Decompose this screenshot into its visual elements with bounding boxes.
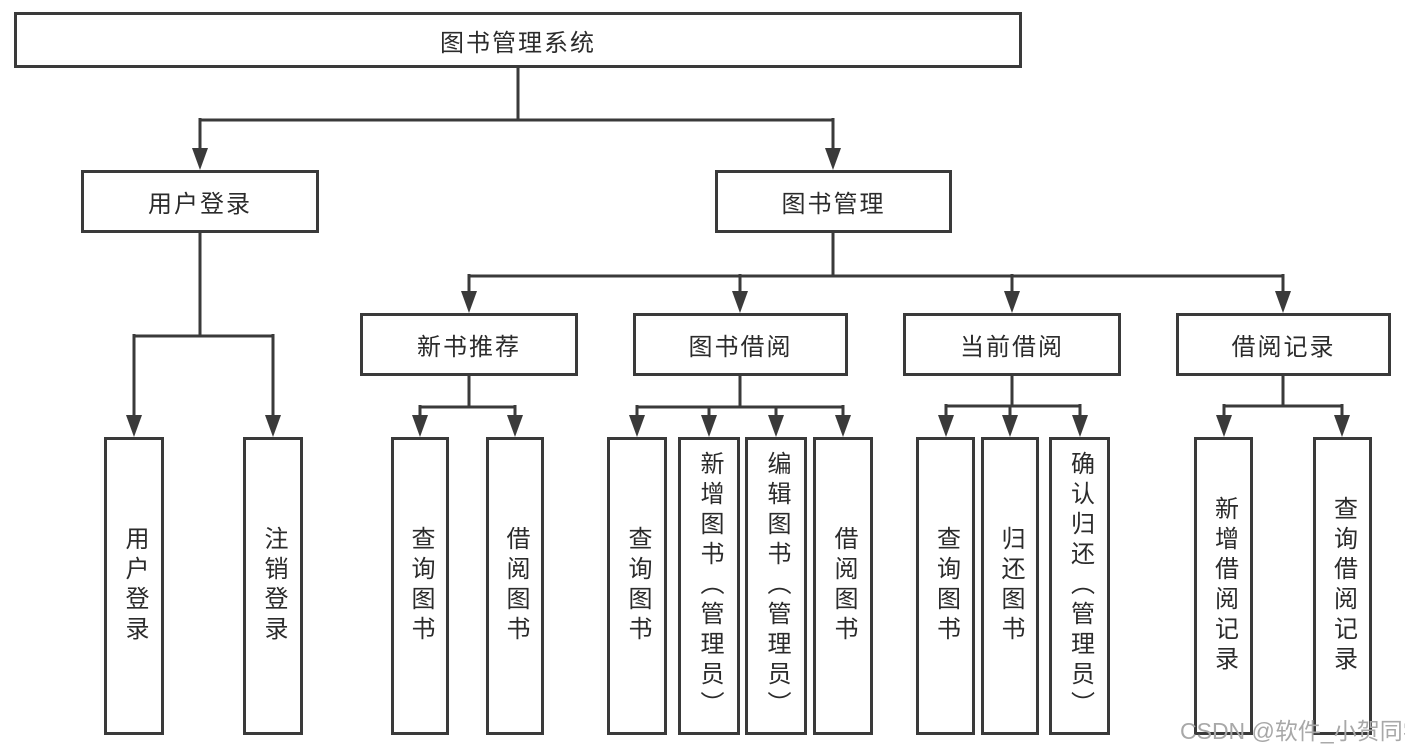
connector-borrow-record-split bbox=[1222, 376, 1344, 417]
node-current-borrowing: 当前借阅 bbox=[903, 313, 1121, 376]
leaf-confirm-return-admin: 确认归还（管理员） bbox=[1049, 437, 1110, 735]
leaf-user-login: 用户登录 bbox=[104, 437, 164, 735]
node-user-login: 用户登录 bbox=[81, 170, 319, 233]
leaf-borrow-books-borrowing: 借阅图书 bbox=[813, 437, 873, 735]
connector-new-book-split bbox=[418, 376, 517, 417]
leaf-add-borrow-record: 新增借阅记录 bbox=[1194, 437, 1253, 735]
arrowheads-root-split bbox=[192, 148, 841, 170]
arrowheads-current-borrow-split bbox=[938, 415, 1088, 437]
csdn-watermark: CSDN @软件_小贺同学 bbox=[1180, 718, 1405, 744]
leaf-query-books-current: 查询图书 bbox=[916, 437, 975, 735]
leaf-add-books-admin: 新增图书（管理员） bbox=[678, 437, 740, 735]
arrowheads-borrow-record-split bbox=[1216, 415, 1350, 437]
node-book-borrowing: 图书借阅 bbox=[633, 313, 848, 376]
connector-user-login-split bbox=[132, 233, 275, 417]
node-library-system: 图书管理系统 bbox=[14, 12, 1022, 68]
arrowheads-user-login-split bbox=[126, 415, 281, 437]
node-borrow-records: 借阅记录 bbox=[1176, 313, 1391, 376]
connector-book-mgmt-split bbox=[467, 233, 1285, 293]
leaf-query-books-recommend: 查询图书 bbox=[391, 437, 449, 735]
connector-current-borrow-split bbox=[944, 376, 1082, 417]
connector-root-split bbox=[198, 68, 835, 150]
arrowheads-book-borrow-split bbox=[629, 415, 851, 437]
leaf-edit-books-admin: 编辑图书（管理员） bbox=[745, 437, 807, 735]
node-new-book-recommend: 新书推荐 bbox=[360, 313, 578, 376]
node-book-management: 图书管理 bbox=[715, 170, 952, 233]
arrowheads-book-mgmt-split bbox=[461, 291, 1291, 313]
connector-book-borrow-split bbox=[635, 376, 845, 417]
arrowheads-new-book-split bbox=[412, 415, 523, 437]
leaf-query-borrow-record: 查询借阅记录 bbox=[1313, 437, 1372, 735]
leaf-return-books: 归还图书 bbox=[981, 437, 1039, 735]
leaf-borrow-books-recommend: 借阅图书 bbox=[486, 437, 544, 735]
leaf-query-books-borrowing: 查询图书 bbox=[607, 437, 667, 735]
leaf-logout: 注销登录 bbox=[243, 437, 303, 735]
